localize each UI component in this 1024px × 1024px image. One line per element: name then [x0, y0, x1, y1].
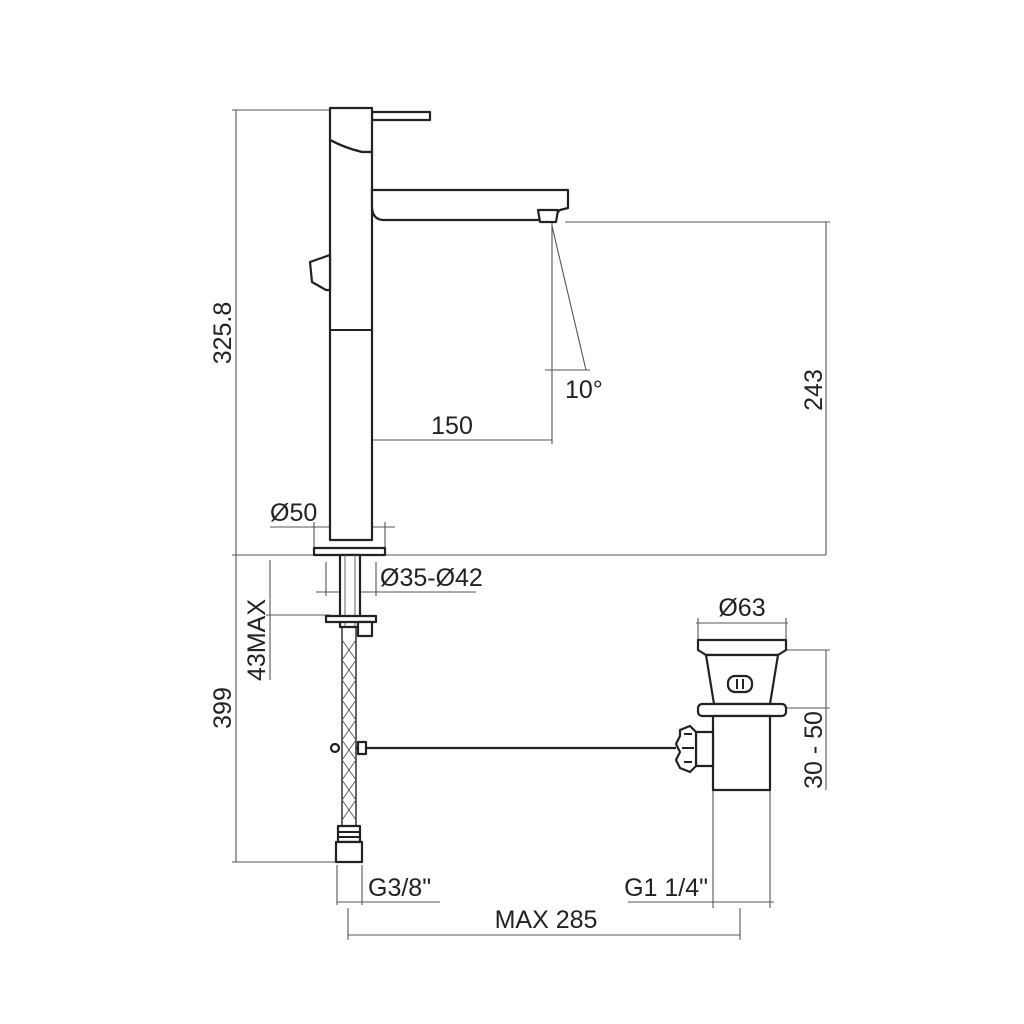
fixing-nut: [356, 620, 374, 638]
label-max-distance: MAX 285: [495, 906, 598, 934]
label-waste-range: 30 - 50: [800, 711, 828, 789]
base-flange: [312, 546, 387, 557]
drain-locknut: [696, 702, 788, 718]
lever-handle: [370, 110, 432, 122]
faucet-column: [328, 138, 374, 542]
rod-socket: [694, 730, 715, 768]
label-total-height: 325.8: [209, 302, 237, 365]
dimension-lines: [232, 109, 830, 940]
flexible-hose: [341, 626, 357, 828]
label-hole-diameter: Ø35-Ø42: [380, 564, 483, 592]
drain-tailpiece: [711, 714, 772, 792]
label-hose-length: 399: [209, 687, 237, 729]
label-waste-diameter: Ø63: [718, 594, 765, 622]
hose-nut: [336, 824, 362, 844]
label-hose-thread: G3/8": [368, 874, 431, 902]
waste-drain: [674, 638, 788, 792]
spout: [370, 188, 570, 222]
aerator: [536, 208, 560, 224]
label-waste-thread: G1 1/4": [624, 874, 708, 902]
label-spout-reach: 150: [431, 412, 473, 440]
overflow-slot: [726, 674, 754, 694]
faucet: [308, 106, 676, 864]
dimension-labels: 325.8 243 150 10° Ø50 Ø35-Ø42 43MAX 399 …: [209, 302, 828, 934]
rod-clip: [329, 742, 341, 754]
label-deck-thickness: 43MAX: [243, 599, 271, 681]
label-spout-angle: 10°: [565, 376, 603, 404]
label-base-diameter: Ø50: [270, 499, 317, 527]
side-knob: [308, 253, 332, 292]
drain-cap: [696, 638, 788, 657]
hose-connector: [334, 840, 364, 864]
fixing-washer: [324, 614, 378, 624]
label-spout-height: 243: [800, 369, 828, 411]
